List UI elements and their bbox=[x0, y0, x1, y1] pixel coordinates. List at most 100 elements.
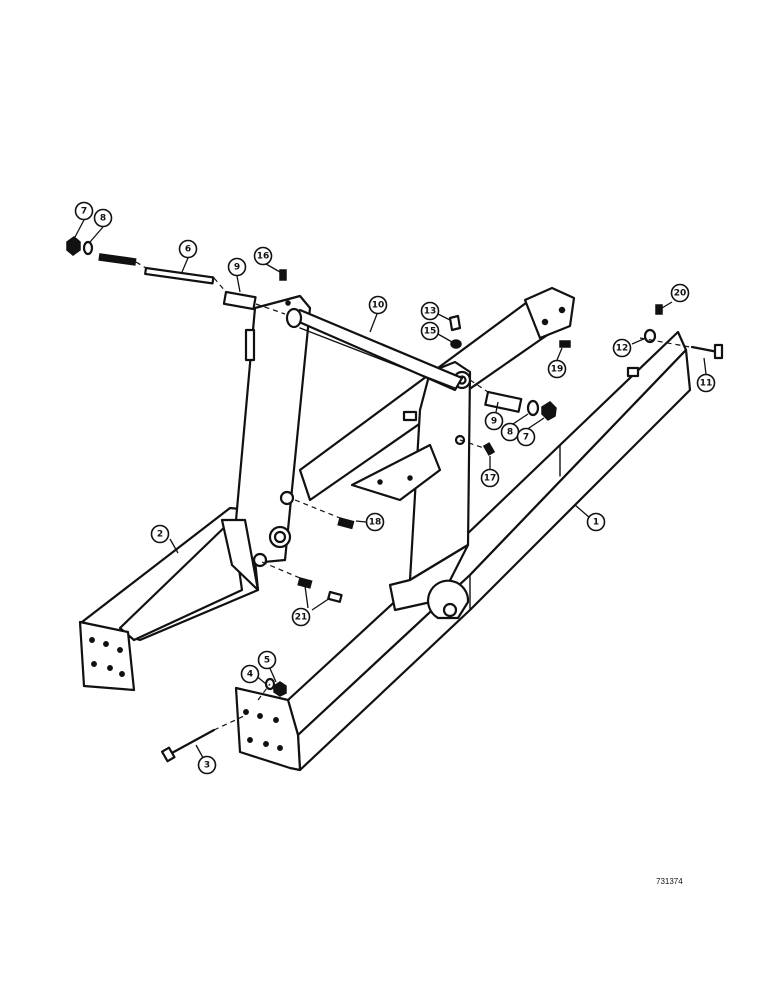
callout-circle bbox=[696, 373, 716, 393]
callout-number: 7 bbox=[523, 433, 529, 443]
setscrew-21b-icon bbox=[327, 590, 343, 603]
callout-11: 11 bbox=[696, 373, 716, 393]
callout-number: 9 bbox=[234, 263, 240, 273]
nut-5-icon bbox=[273, 681, 287, 697]
callout-circle bbox=[480, 468, 500, 488]
fitting-20-icon bbox=[655, 304, 663, 315]
fitting-15-icon bbox=[450, 339, 462, 349]
callout-16: 16 bbox=[253, 246, 273, 266]
callout-7: 7 bbox=[516, 427, 536, 447]
callout-4: 4 bbox=[240, 664, 260, 684]
hardware-left-pin bbox=[66, 236, 287, 311]
callout-8: 8 bbox=[93, 208, 113, 228]
hardware-right-pin bbox=[448, 304, 724, 456]
left-upright-post bbox=[220, 294, 312, 592]
threaded-rod-end-icon bbox=[98, 253, 137, 266]
callout-number: 19 bbox=[551, 365, 564, 375]
pivot-bracket bbox=[426, 579, 470, 620]
grease-fitting-13-icon bbox=[448, 314, 462, 332]
callout-number: 1 bbox=[593, 518, 599, 528]
callout-circle bbox=[612, 338, 632, 358]
callout-2: 2 bbox=[150, 524, 170, 544]
washer-8-left-icon bbox=[82, 240, 94, 256]
callout-13: 13 bbox=[420, 301, 440, 321]
callout-12: 12 bbox=[612, 338, 632, 358]
callout-8: 8 bbox=[500, 422, 520, 442]
document-number: 731374 bbox=[656, 877, 683, 886]
bolt-11-shank-icon bbox=[690, 345, 720, 354]
washer-12-icon bbox=[643, 328, 657, 344]
setscrew-17-icon bbox=[482, 442, 496, 456]
bolt-3-head-icon bbox=[160, 746, 176, 763]
callout-number: 8 bbox=[507, 428, 513, 438]
callout-circle bbox=[420, 321, 440, 341]
callout-number: 10 bbox=[372, 301, 385, 311]
callout-6: 6 bbox=[178, 239, 198, 259]
callout-5: 5 bbox=[257, 650, 277, 670]
callout-number: 2 bbox=[157, 530, 163, 540]
long-rod-6-icon bbox=[144, 266, 215, 285]
callout-number: 8 bbox=[100, 214, 106, 224]
callout-number: 3 bbox=[204, 761, 210, 771]
callout-number: 13 bbox=[424, 307, 437, 317]
callout-21: 21 bbox=[291, 607, 311, 627]
hardware-lower bbox=[160, 517, 355, 763]
callout-number: 5 bbox=[264, 656, 270, 666]
bushing-9-right-icon bbox=[484, 390, 523, 413]
callout-circle bbox=[178, 239, 198, 259]
callout-number: 6 bbox=[185, 245, 191, 255]
bolt-3-shank-icon bbox=[168, 728, 216, 756]
callout-10: 10 bbox=[368, 295, 388, 315]
callout-1: 1 bbox=[586, 512, 606, 532]
center-mount-plate bbox=[350, 443, 442, 502]
callout-number: 11 bbox=[700, 379, 713, 389]
callout-15: 15 bbox=[420, 321, 440, 341]
callout-circle bbox=[253, 246, 273, 266]
callout-circle bbox=[240, 664, 260, 684]
washer-8-right-icon bbox=[526, 399, 540, 417]
left-frame-rail bbox=[78, 506, 260, 692]
callout-circle bbox=[257, 650, 277, 670]
callout-circle bbox=[291, 607, 311, 627]
callout-number: 17 bbox=[484, 474, 497, 484]
right-frame-rail bbox=[234, 330, 692, 772]
callout-9: 9 bbox=[484, 411, 504, 431]
callout-3: 3 bbox=[197, 755, 217, 775]
callout-19: 19 bbox=[547, 359, 567, 379]
callout-circle bbox=[516, 427, 536, 447]
callout-number: 15 bbox=[424, 327, 437, 337]
bushing-9-left-icon bbox=[222, 290, 257, 311]
callout-number: 9 bbox=[491, 417, 497, 427]
callout-circle bbox=[670, 283, 690, 303]
callout-number: 4 bbox=[247, 670, 253, 680]
callout-circle bbox=[150, 524, 170, 544]
callout-circle bbox=[74, 201, 94, 221]
cross-tube bbox=[285, 307, 464, 392]
callout-circle bbox=[197, 755, 217, 775]
setscrew-21a-icon bbox=[297, 577, 313, 589]
callout-number: 21 bbox=[295, 613, 308, 623]
callout-circle bbox=[547, 359, 567, 379]
callout-number: 18 bbox=[369, 518, 382, 528]
callout-18: 18 bbox=[365, 512, 385, 532]
callout-circle bbox=[586, 512, 606, 532]
callout-circle bbox=[368, 295, 388, 315]
nut-7-left-icon bbox=[66, 236, 81, 256]
nut-7-right-icon bbox=[541, 401, 557, 421]
callout-17: 17 bbox=[480, 468, 500, 488]
callout-number: 20 bbox=[674, 289, 687, 299]
callout-number: 7 bbox=[81, 207, 87, 217]
callout-circle bbox=[420, 301, 440, 321]
callout-9: 9 bbox=[227, 257, 247, 277]
fitting-16-icon bbox=[279, 269, 287, 281]
bolt-11-head-icon bbox=[713, 343, 724, 360]
callout-circle bbox=[365, 512, 385, 532]
callout-pointers bbox=[74, 219, 707, 766]
callout-20: 20 bbox=[670, 283, 690, 303]
callout-circle bbox=[227, 257, 247, 277]
assembly-leader-lines bbox=[135, 261, 691, 731]
setscrew-19-icon bbox=[559, 340, 571, 348]
